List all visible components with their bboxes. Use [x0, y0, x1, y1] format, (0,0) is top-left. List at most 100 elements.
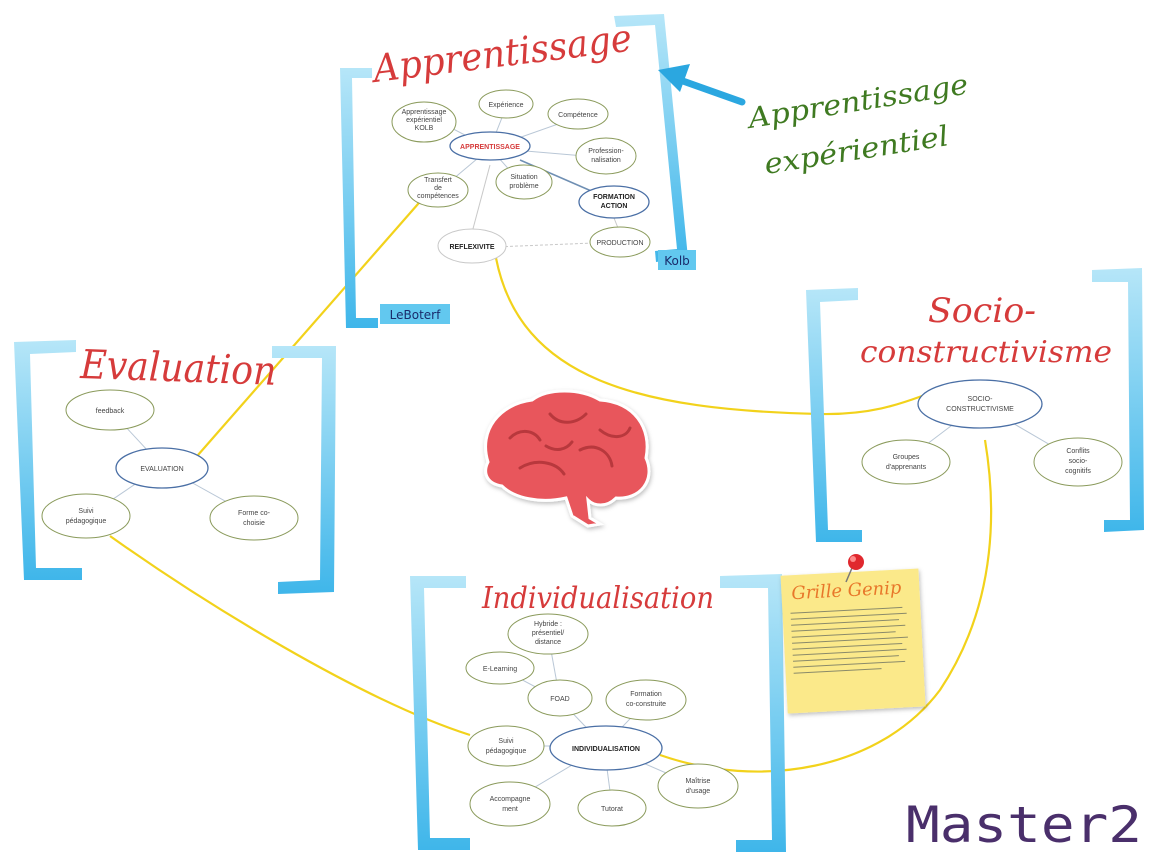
node-professionnalisation	[575, 137, 637, 175]
svg-text:Hybride :: Hybride :	[534, 621, 562, 628]
node-formation-coconstruite	[605, 679, 687, 721]
arrow-icon	[658, 64, 746, 106]
apprentissage-title: Apprentissage	[368, 16, 634, 92]
svg-text:Conflits: Conflits	[1066, 448, 1090, 455]
node-tutorat	[577, 789, 647, 827]
individualisation-frame[interactable]: Individualisation Hybride : présentiel/ …	[410, 574, 786, 852]
node-competence	[547, 98, 609, 130]
svg-text:KOLB: KOLB	[415, 125, 434, 132]
node-reflexivite	[437, 228, 507, 264]
svg-text:socio-: socio-	[1069, 458, 1088, 465]
svg-text:compétences: compétences	[417, 193, 459, 200]
svg-text:Apprentissage: Apprentissage	[402, 109, 447, 116]
svg-text:APPRENTISSAGE: APPRENTISSAGE	[460, 144, 520, 151]
kolb-tag: Kolb	[664, 254, 690, 268]
node-hybride	[507, 613, 589, 655]
node-kolb	[391, 101, 457, 143]
svg-text:Suivi: Suivi	[78, 508, 94, 515]
connectors	[109, 195, 993, 773]
master-label: Master2	[906, 796, 1142, 854]
individualisation-mindmap: Hybride : présentiel/ distance E-Learnin…	[465, 613, 739, 827]
svg-text:nalisation: nalisation	[591, 157, 621, 164]
svg-text:pédagogique: pédagogique	[486, 748, 527, 755]
apprentissage-frame[interactable]: Apprentissage expérientiel KOLB Expérien…	[340, 14, 696, 328]
leboterf-tag-bg	[380, 304, 450, 324]
node-formation-action	[578, 185, 650, 219]
connector-socio-individualisation	[659, 439, 993, 773]
svg-text:de: de	[434, 185, 442, 192]
connector-apprentissage-socio	[494, 257, 923, 416]
bracket-left	[340, 68, 378, 328]
svg-text:Situation: Situation	[510, 174, 537, 181]
svg-text:E-Learning: E-Learning	[483, 666, 517, 673]
socio-mindmap: SOCIO- CONSTRUCTIVISME Groupes d'apprena…	[861, 379, 1123, 487]
node-transfert	[407, 172, 469, 208]
node-situation	[495, 164, 553, 200]
svg-text:Maîtrise: Maîtrise	[686, 778, 711, 785]
node-maitrise	[657, 763, 739, 809]
svg-text:Compétence: Compétence	[558, 112, 598, 119]
node-suivi-eval	[41, 493, 131, 539]
evaluation-mindmap: feedback EVALUATION Suivi pédagogique Fo…	[41, 389, 299, 541]
svg-text:Suivi: Suivi	[498, 738, 514, 745]
svg-text:Forme co-: Forme co-	[238, 510, 271, 517]
node-groupes	[861, 439, 951, 485]
evaluation-frame[interactable]: Evaluation feedback EVALUATION Suivi péd…	[14, 340, 336, 594]
svg-text:expérientiel: expérientiel	[406, 117, 442, 124]
svg-text:ACTION: ACTION	[601, 203, 628, 210]
svg-text:Formation: Formation	[630, 691, 662, 698]
individualisation-title: Individualisation	[481, 581, 714, 616]
bracket-left	[410, 576, 470, 850]
node-foad	[527, 679, 593, 717]
bracket-right	[1092, 268, 1144, 532]
svg-text:CONSTRUCTIVISME: CONSTRUCTIVISME	[946, 406, 1014, 413]
bracket-right	[272, 346, 336, 594]
kolb-tag-bg	[658, 250, 696, 270]
svg-text:co-construite: co-construite	[626, 701, 666, 708]
svg-text:Profession-: Profession-	[588, 148, 624, 155]
svg-text:ment: ment	[502, 806, 518, 813]
bracket-right	[720, 574, 786, 852]
leboterf-tag: LeBoterf	[390, 308, 441, 322]
connector-eval-apprentissage	[197, 195, 426, 456]
socio-frame[interactable]: Socio- constructivisme SOCIO- CONSTRUCTI…	[806, 268, 1144, 542]
bracket-left	[14, 340, 82, 580]
note-paper	[780, 568, 926, 714]
svg-text:choisie: choisie	[243, 520, 265, 527]
node-suivi-indiv	[467, 725, 545, 767]
node-elearning	[465, 651, 535, 685]
svg-text:feedback: feedback	[96, 408, 125, 415]
svg-text:FOAD: FOAD	[550, 696, 569, 703]
note-text-lines	[790, 606, 908, 674]
svg-text:problème: problème	[509, 183, 538, 190]
svg-text:FORMATION: FORMATION	[593, 194, 635, 201]
socio-title-line2: constructivisme	[860, 335, 1112, 370]
node-socio-center	[917, 379, 1043, 429]
svg-text:Accompagne: Accompagne	[490, 796, 531, 803]
svg-text:PRODUCTION: PRODUCTION	[596, 240, 643, 247]
svg-text:INDIVIDUALISATION: INDIVIDUALISATION	[572, 746, 640, 753]
node-production	[589, 226, 651, 258]
svg-text:pédagogique: pédagogique	[66, 518, 107, 525]
node-accompagnement	[469, 781, 551, 827]
svg-text:d'apprenants: d'apprenants	[886, 464, 927, 471]
svg-text:SOCIO-: SOCIO-	[968, 396, 994, 403]
socio-title-line1: Socio-	[928, 291, 1036, 331]
node-feedback	[65, 389, 155, 431]
node-forme	[209, 495, 299, 541]
grille-genip-note[interactable]: Grille Genip	[780, 568, 926, 714]
svg-text:REFLEXIVITE: REFLEXIVITE	[449, 244, 494, 251]
svg-text:cognitifs: cognitifs	[1065, 468, 1091, 475]
svg-text:Groupes: Groupes	[893, 454, 920, 461]
svg-text:d'usage: d'usage	[686, 788, 710, 795]
svg-text:Expérience: Expérience	[488, 102, 523, 109]
node-evaluation-center	[115, 447, 209, 489]
node-individualisation-center	[549, 725, 663, 771]
node-conflits	[1033, 437, 1123, 487]
svg-text:présentiel/: présentiel/	[532, 630, 564, 637]
evaluation-title: Evaluation	[79, 342, 277, 395]
svg-text:distance: distance	[535, 639, 561, 646]
svg-text:Transfert: Transfert	[424, 177, 452, 184]
apprentissage-mindmap: Apprentissage expérientiel KOLB Expérien…	[391, 89, 651, 264]
